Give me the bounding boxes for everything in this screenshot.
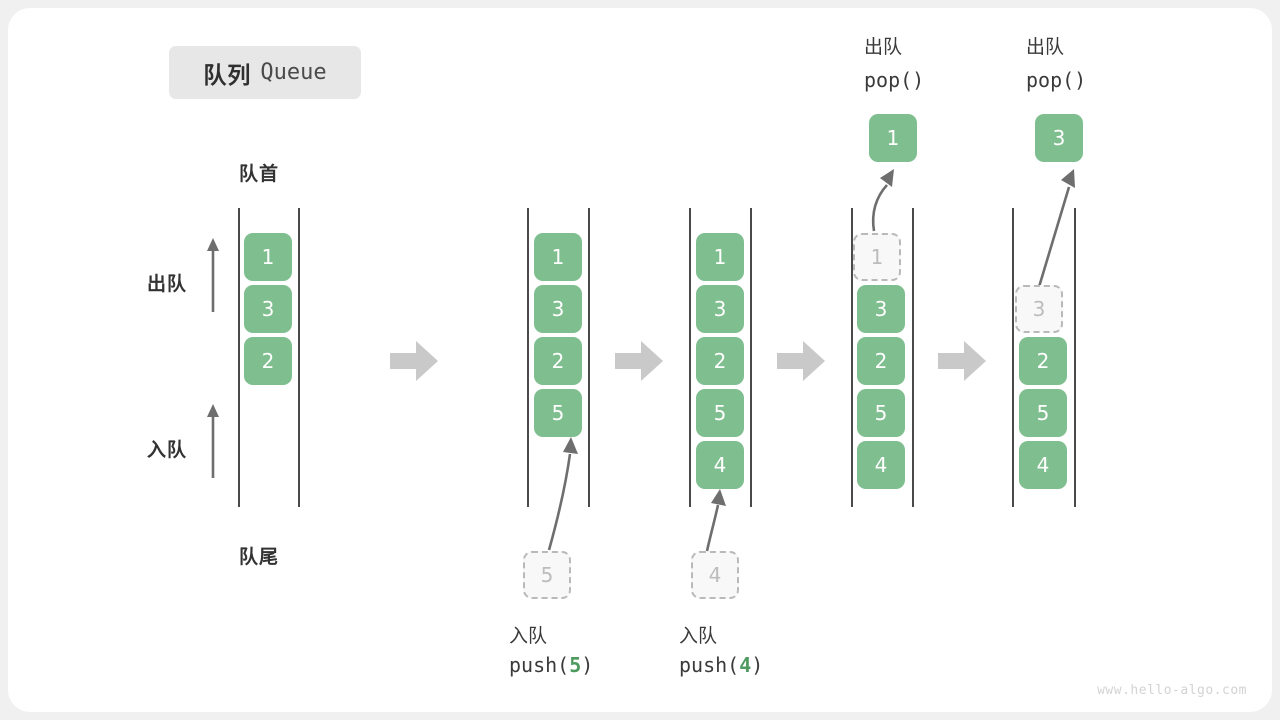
caption-push-5-code-suffix: ) bbox=[581, 653, 594, 677]
step-arrow-icon bbox=[938, 341, 986, 381]
push-motion-arrow-icon bbox=[547, 437, 578, 551]
popped-element: 3 bbox=[1035, 114, 1083, 162]
caption-pop-3-code: pop() bbox=[1026, 68, 1087, 92]
watermark: www.hello-algo.com bbox=[1097, 683, 1247, 698]
queue-element-new: 5 bbox=[534, 389, 582, 437]
caption-push-5-cn: 入队 bbox=[509, 625, 548, 647]
queue-element: 5 bbox=[857, 389, 905, 437]
label-dequeue-direction: 出队 bbox=[147, 273, 188, 295]
title-label-en: Queue bbox=[260, 60, 327, 85]
caption-push-5-code-prefix: push( bbox=[509, 653, 570, 677]
dequeue-direction-arrow-icon bbox=[207, 238, 219, 312]
queue-element: 2 bbox=[1019, 337, 1067, 385]
queue-rail-right-2 bbox=[588, 208, 590, 507]
queue-element: 2 bbox=[857, 337, 905, 385]
caption-push-4-code-value: 4 bbox=[739, 653, 752, 677]
queue-element: 1 bbox=[696, 233, 744, 281]
label-queue-head: 队首 bbox=[239, 163, 280, 185]
ghost-element: 5 bbox=[523, 551, 571, 599]
caption-pop-1-cn: 出队 bbox=[864, 36, 903, 58]
queue-element: 3 bbox=[534, 285, 582, 333]
step-arrow-icon bbox=[777, 341, 825, 381]
caption-push-4-code-prefix: push( bbox=[679, 653, 740, 677]
queue-rail-right-3 bbox=[750, 208, 752, 507]
caption-pop-1-code: pop() bbox=[864, 68, 925, 92]
ghost-element: 4 bbox=[691, 551, 739, 599]
caption-push-4-code-suffix: ) bbox=[751, 653, 764, 677]
queue-element: 3 bbox=[857, 285, 905, 333]
queue-element: 3 bbox=[696, 285, 744, 333]
queue-element: 5 bbox=[1019, 389, 1067, 437]
caption-pop-3-cn: 出队 bbox=[1026, 36, 1065, 58]
pop-motion-arrow-icon bbox=[1034, 169, 1075, 298]
popped-element: 1 bbox=[869, 114, 917, 162]
queue-rail-right-1 bbox=[298, 208, 300, 507]
caption-push-5-code: push(5) bbox=[509, 653, 593, 677]
queue-rail-left-5 bbox=[1012, 208, 1014, 507]
push-motion-arrow-icon bbox=[705, 489, 726, 552]
title-label-cn: 队列 bbox=[203, 62, 252, 89]
queue-element: 2 bbox=[696, 337, 744, 385]
label-enqueue-direction: 入队 bbox=[147, 439, 188, 461]
ghost-element: 1 bbox=[853, 233, 901, 281]
queue-rail-right-4 bbox=[912, 208, 914, 507]
queue-element: 5 bbox=[696, 389, 744, 437]
queue-element: 4 bbox=[857, 441, 905, 489]
queue-rail-left-3 bbox=[689, 208, 691, 507]
step-arrow-icon bbox=[615, 341, 663, 381]
queue-element-new: 4 bbox=[696, 441, 744, 489]
caption-push-5-code-value: 5 bbox=[569, 653, 582, 677]
step-arrow-icon bbox=[390, 341, 438, 381]
ghost-element: 3 bbox=[1015, 285, 1063, 333]
queue-element: 1 bbox=[244, 233, 292, 281]
queue-rail-left-2 bbox=[527, 208, 529, 507]
enqueue-direction-arrow-icon bbox=[207, 404, 219, 478]
queue-element: 2 bbox=[244, 337, 292, 385]
title-badge: 队列 Queue bbox=[169, 46, 361, 99]
queue-element: 4 bbox=[1019, 441, 1067, 489]
queue-element: 3 bbox=[244, 285, 292, 333]
queue-rail-right-5 bbox=[1074, 208, 1076, 507]
caption-push-4-code: push(4) bbox=[679, 653, 763, 677]
queue-rail-left-1 bbox=[238, 208, 240, 507]
queue-element: 1 bbox=[534, 233, 582, 281]
label-queue-tail: 队尾 bbox=[239, 546, 280, 568]
caption-push-4-cn: 入队 bbox=[679, 625, 718, 647]
queue-element: 2 bbox=[534, 337, 582, 385]
queue-rail-left-4 bbox=[851, 208, 853, 507]
pop-motion-arrow-icon bbox=[871, 169, 894, 232]
